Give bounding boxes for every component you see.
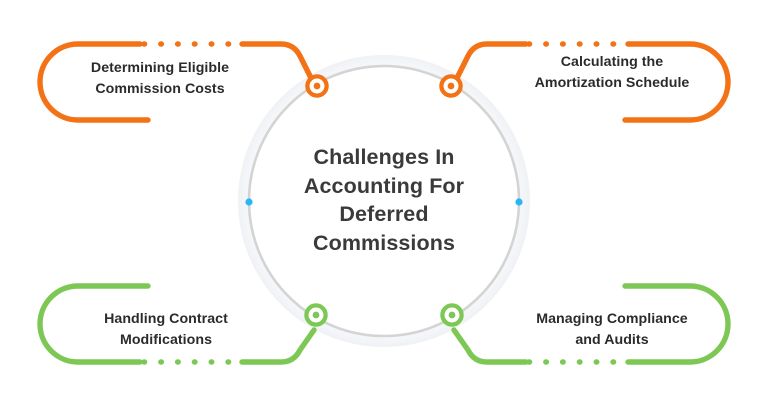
branch-path-top-left: [37, 41, 317, 123]
branch-path-top-right: [451, 41, 731, 123]
accent-dot-left: [245, 198, 253, 206]
connector-node-bottom-right[interactable]: [440, 303, 464, 327]
branch-label-bottom-right: Managing Compliance and Audits: [536, 311, 688, 348]
branch-path-bottom-right: [451, 283, 731, 365]
branch-label-top-right: Calculating the Amortization Schedule: [534, 54, 690, 91]
connector-node-top-left[interactable]: [305, 74, 329, 98]
accent-dot-right: [515, 198, 523, 206]
branch-path-bottom-left: [37, 283, 317, 365]
connector-node-bottom-left[interactable]: [304, 303, 328, 327]
center-heading: Challenges In Accounting For Deferred Co…: [303, 145, 465, 255]
branch-label-bottom-left: Handling Contract Modifications: [104, 311, 228, 348]
branch-label-top-left: Determining Eligible Commission Costs: [90, 60, 230, 97]
connector-node-top-right[interactable]: [439, 74, 463, 98]
